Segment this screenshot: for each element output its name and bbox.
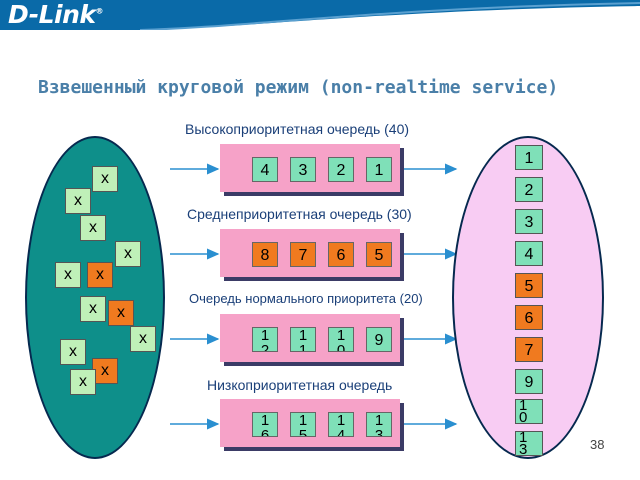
queue-cell: 1 4	[328, 412, 354, 437]
input-packet: x	[60, 339, 86, 365]
queue-cell: 6	[328, 242, 354, 267]
page-number: 38	[590, 437, 605, 452]
queue-cell: 1	[366, 157, 392, 182]
output-cell: 1 3	[515, 431, 543, 456]
slide-title: Взвешенный круговой режим (non-realtime …	[38, 77, 559, 98]
queue-cell: 1 3	[366, 412, 392, 437]
queue-cell: 1 6	[252, 412, 278, 437]
queue-cell: 7	[290, 242, 316, 267]
queue-high: 4 3 2 1	[220, 144, 400, 192]
queue-cell: 9	[366, 327, 392, 352]
input-packet: x	[65, 188, 91, 214]
queue-normal: 1 2 1 1 1 0 9	[220, 314, 400, 362]
output-cell: 4	[515, 241, 543, 266]
queue-cell: 1 5	[290, 412, 316, 437]
dlink-logo: D-Link®	[8, 0, 104, 29]
input-packet: x	[80, 296, 106, 322]
output-cell: 2	[515, 177, 543, 202]
queue-label-high: Высокоприоритетная очередь (40)	[185, 121, 410, 137]
queue-label-medium: Среднеприоритетная очередь (30)	[187, 206, 412, 222]
queue-cell: 5	[366, 242, 392, 267]
output-cell: 1 0	[515, 399, 543, 424]
input-packet: x	[87, 262, 113, 288]
queue-low: 1 6 1 5 1 4 1 3	[220, 399, 400, 447]
input-packet: x	[92, 166, 118, 192]
queue-cell: 4	[252, 157, 278, 182]
queue-cell: 1 0	[328, 327, 354, 352]
input-packet: x	[80, 215, 106, 241]
queue-cell: 1 2	[252, 327, 278, 352]
output-cell: 5	[515, 273, 543, 298]
queue-label-normal: Очередь нормального приоритета (20)	[189, 291, 423, 306]
queue-cell: 2	[328, 157, 354, 182]
queue-cell: 8	[252, 242, 278, 267]
output-cell: 7	[515, 337, 543, 362]
output-cell: 1	[515, 145, 543, 170]
queue-cell: 1 1	[290, 327, 316, 352]
queue-medium: 8 7 6 5	[220, 229, 400, 277]
input-packet: x	[55, 262, 81, 288]
output-cell: 3	[515, 209, 543, 234]
output-cell: 6	[515, 305, 543, 330]
queue-cell: 3	[290, 157, 316, 182]
input-packet: x	[115, 241, 141, 267]
queue-label-low: Низкоприоритетная очередь	[207, 377, 393, 393]
input-packet: x	[108, 300, 134, 326]
header-bar	[0, 0, 640, 30]
input-packet: x	[70, 369, 96, 395]
output-cell: 9	[515, 369, 543, 394]
input-packet: x	[130, 326, 156, 352]
